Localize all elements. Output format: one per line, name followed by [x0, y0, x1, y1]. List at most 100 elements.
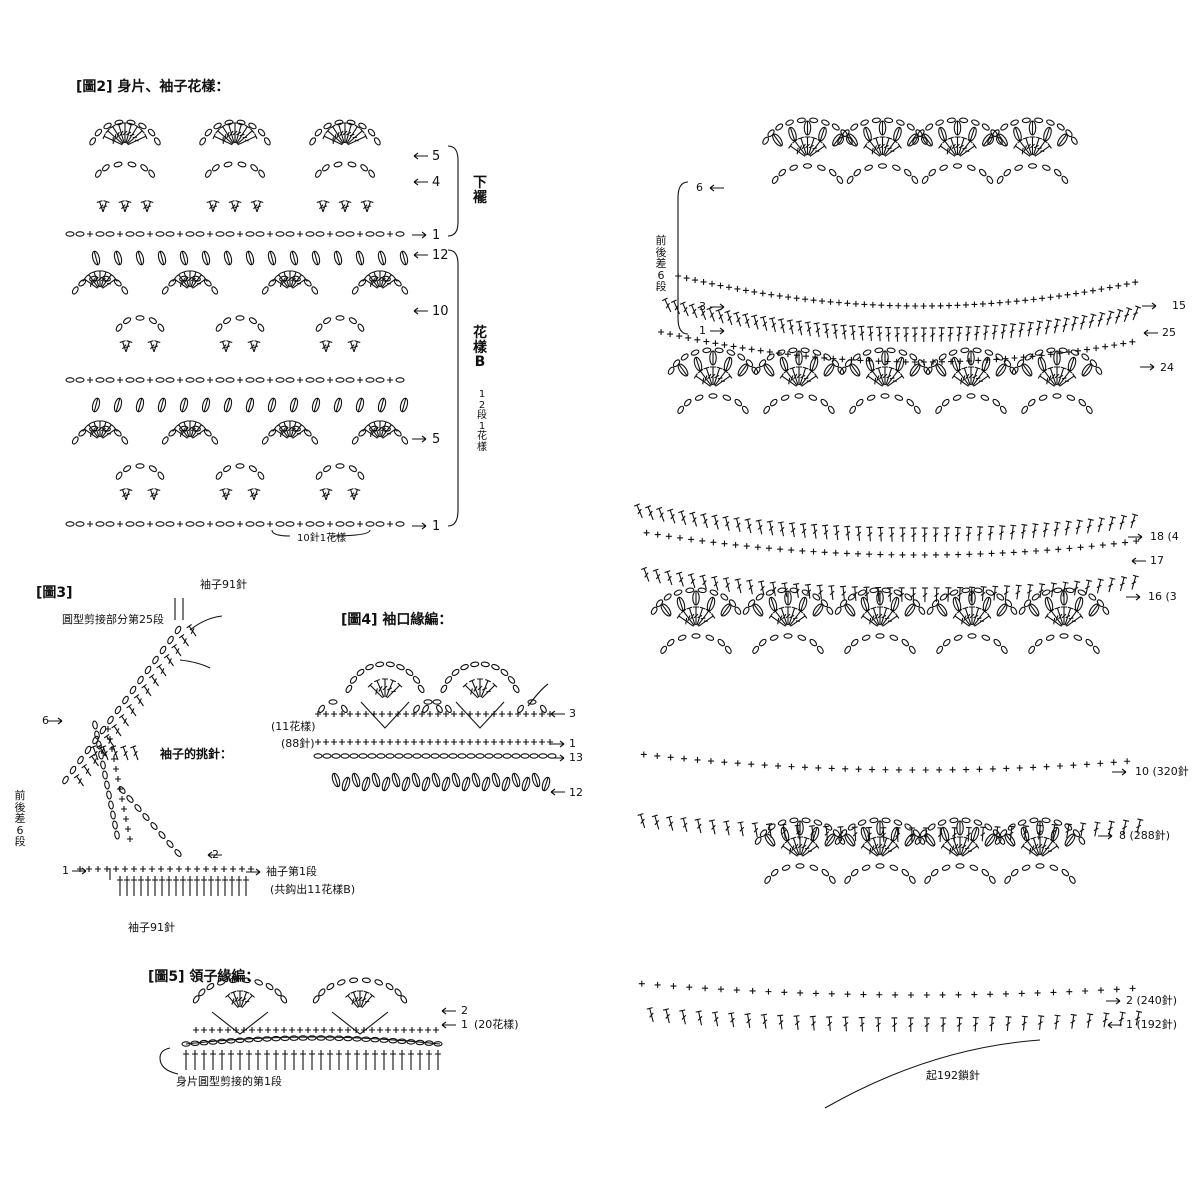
double-crochet [1032, 136, 1043, 156]
single-crochet [932, 551, 939, 558]
puff-stitch-line [1044, 127, 1051, 141]
chain-stitch [215, 323, 223, 332]
double-crochet [695, 1010, 703, 1026]
double-crochet [272, 426, 288, 439]
single-crochet [355, 739, 361, 745]
fig4-note-patterns: (11花樣) [271, 720, 316, 733]
double-crochet [777, 521, 785, 537]
fig3-chart-art [62, 598, 254, 896]
chain-stitch [305, 377, 315, 383]
double-crochet [1024, 838, 1039, 856]
double-crochet [969, 606, 975, 625]
double-crochet [839, 585, 847, 601]
single-crochet [721, 759, 728, 766]
chain-stitch [928, 168, 937, 177]
double-crochet [234, 200, 242, 213]
single-crochet [977, 550, 984, 557]
chain-stitch [403, 753, 413, 759]
single-crochet [962, 301, 969, 308]
chain-stitch [323, 317, 332, 325]
brace [271, 529, 371, 537]
chain-stitch [789, 817, 799, 824]
brace [447, 249, 459, 527]
stitch-post [354, 1050, 360, 1070]
chain-stitch [368, 169, 376, 178]
chain-stitch [393, 279, 402, 287]
single-crochet [707, 758, 714, 765]
single-crochet [785, 294, 792, 301]
stitch-post [219, 1050, 225, 1070]
double-crochet [382, 276, 398, 289]
chain-stitch [973, 819, 983, 826]
chain-stitch [1018, 606, 1026, 615]
chain-stitch [820, 599, 829, 608]
puff-stitch-line [543, 777, 549, 791]
single-crochet [385, 1027, 391, 1033]
double-crochet [147, 340, 155, 353]
row-arrow [246, 868, 261, 876]
single-crochet [875, 358, 882, 365]
double-crochet [795, 320, 803, 336]
chain-stitch [351, 436, 359, 445]
pointer-curve [159, 1047, 179, 1075]
single-crochet [721, 341, 728, 348]
chain-stitch [1003, 359, 1012, 368]
stitch-post [327, 1050, 333, 1070]
chain-stitch [113, 429, 122, 437]
double-crochet [1062, 317, 1070, 333]
chain-stitch [165, 377, 175, 383]
double-crochet [694, 818, 702, 834]
double-crochet [797, 136, 808, 156]
single-crochet [419, 711, 425, 717]
double-crochet [679, 301, 689, 317]
chain-stitch [148, 317, 157, 325]
double-crochet [346, 124, 361, 144]
double-crochet [797, 836, 803, 855]
double-crochet [799, 523, 807, 538]
puff-stitch-line [1052, 827, 1058, 841]
single-crochet [936, 766, 943, 773]
single-crochet [717, 986, 724, 993]
chain-stitch [1004, 599, 1013, 608]
double-crochet [722, 515, 730, 531]
double-crochet [737, 821, 745, 837]
single-crochet [337, 1027, 343, 1033]
chain-stitch [834, 606, 842, 615]
single-crochet [882, 766, 889, 773]
chain-stitch [75, 231, 85, 237]
puff-stitch-line [1014, 127, 1021, 141]
double-crochet [1015, 584, 1022, 600]
double-crochet [120, 745, 129, 761]
double-crochet [241, 993, 255, 1009]
single-crochet [709, 280, 716, 287]
double-crochet [163, 653, 174, 667]
double-crochet [1079, 822, 1087, 838]
double-crochet [1058, 368, 1073, 386]
chain-stitch [906, 123, 915, 131]
puff-stitch-line [533, 773, 539, 787]
double-crochet [360, 200, 368, 213]
chain-stitch [268, 429, 277, 437]
single-crochet [665, 533, 672, 540]
chain-stitch [961, 587, 971, 594]
single-crochet [331, 739, 337, 745]
puff-stitch-line [825, 834, 835, 846]
chain-stitch [334, 119, 344, 126]
stitch-post [208, 876, 214, 896]
double-crochet [938, 327, 945, 342]
double-crochet [319, 488, 327, 501]
double-crochet [125, 340, 133, 353]
puff-stitch-line [453, 773, 459, 787]
single-crochet [1097, 987, 1104, 994]
single-crochet [289, 1027, 295, 1033]
double-crochet [102, 200, 110, 213]
chain-stitch [1053, 819, 1063, 826]
chain-stitch [135, 315, 145, 321]
row-arrow [441, 1007, 456, 1015]
chain-stitch [365, 663, 374, 671]
chain-stitch [946, 117, 956, 124]
puff-stitch-line [401, 398, 407, 412]
stitch-post [237, 1050, 243, 1070]
chain-stitch [484, 753, 494, 759]
single-crochet [339, 711, 345, 717]
